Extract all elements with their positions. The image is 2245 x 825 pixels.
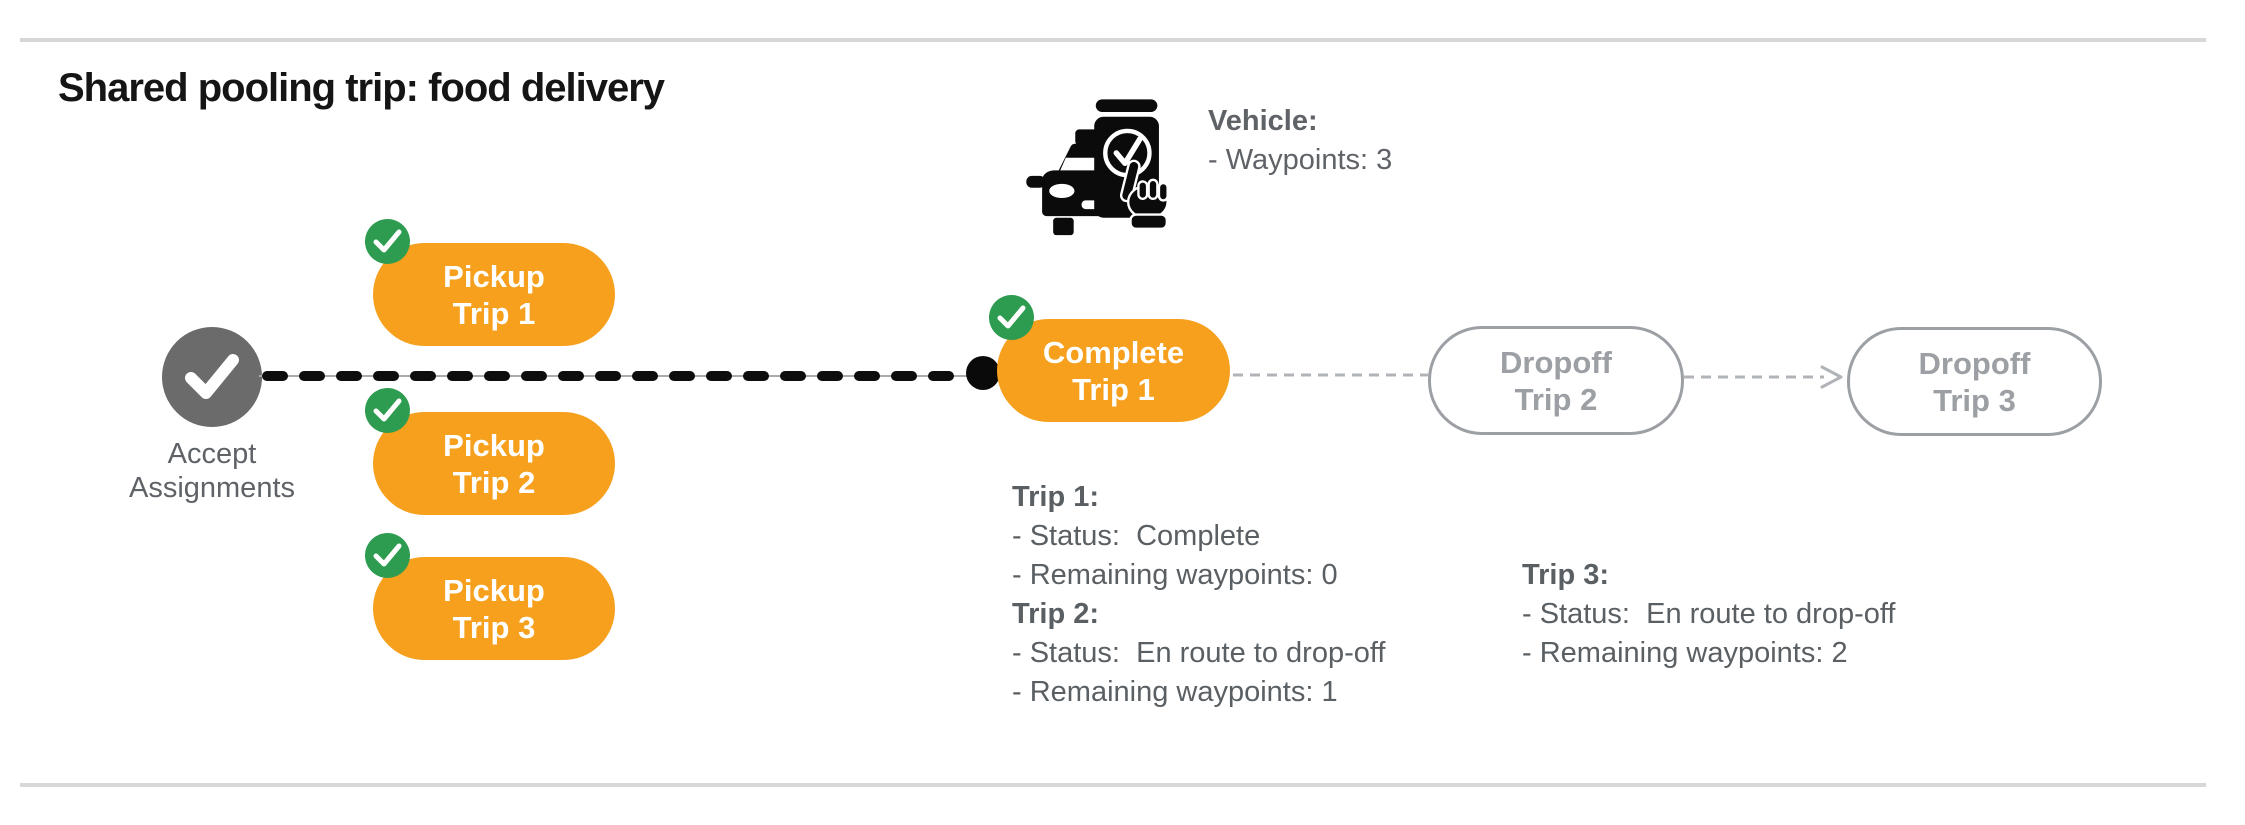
trip2-header: Trip 2: [1012,598,1100,630]
node-dropoff-trip-2: Dropoff Trip 2 [1428,326,1684,435]
pill-label-line2: Trip 3 [1933,382,2016,418]
pill-label-line2: Trip 1 [1072,371,1155,407]
completed-badge [365,388,410,433]
pill-label-line1: Complete [1042,334,1185,370]
vehicle-waypoints: - Waypoints: 3 [1208,144,1393,176]
node-pickup-trip-3: Pickup Trip 3 [365,533,615,660]
pill-label-line1: Dropoff [1918,345,2031,381]
trip1-status: - Status: Complete [1012,520,1261,552]
start-label-line1: Accept [167,438,257,470]
start-label-line2: Assignments [128,472,295,504]
start-node-accept-assignments [162,327,262,427]
trip2-waypoints: - Remaining waypoints: 1 [1012,676,1338,708]
check-icon [373,229,402,253]
pill-label-line1: Pickup [443,427,545,463]
connector-accept-to-waypoint [259,371,973,381]
start-node-label: Accept Assignments [77,437,347,505]
arrowhead-icon [1820,365,1843,389]
trip3-waypoints: - Remaining waypoints: 2 [1522,637,1848,669]
trip1-waypoints: - Remaining waypoints: 0 [1012,559,1338,591]
check-icon [185,354,239,399]
pill-label-line1: Pickup [443,572,545,608]
completed-badge [989,295,1034,340]
completed-badge [365,219,410,264]
trip-status-block-1: Trip 1: - Status: Complete - Remaining w… [1012,478,1385,712]
trip2-status: - Status: En route to drop-off [1012,637,1386,669]
trip3-status: - Status: En route to drop-off [1522,598,1896,630]
connector-complete-to-dropoff2 [1233,373,1428,377]
node-complete-trip-1: Complete Trip 1 [989,295,1230,422]
pill-label-line2: Trip 2 [1514,381,1598,417]
waypoint-dot [966,356,1000,390]
check-icon [373,543,402,567]
check-icon [373,398,402,422]
trip3-header: Trip 3: [1522,559,1610,591]
bottom-divider [20,783,2206,787]
pill-label-line2: Trip 1 [452,295,536,331]
pill-label-line2: Trip 3 [452,609,536,645]
pill-label-line1: Dropoff [1500,344,1612,380]
trip1-header: Trip 1: [1012,481,1100,513]
vehicle-label: Vehicle: [1208,105,1318,137]
car-phone-check-icon [1026,99,1169,236]
pill-label-line1: Pickup [443,258,545,294]
vehicle-info: Vehicle: - Waypoints: 3 [1208,102,1392,180]
trip-status-block-2: Trip 3: - Status: En route to drop-off -… [1522,556,1895,673]
page-title: Shared pooling trip: food delivery [58,66,665,110]
top-divider [20,38,2206,42]
completed-badge [365,533,410,578]
check-icon [997,305,1026,329]
connector-dropoff2-to-dropoff3 [1684,365,1843,389]
node-pickup-trip-2: Pickup Trip 2 [365,388,615,515]
node-pickup-trip-1: Pickup Trip 1 [365,219,615,346]
pill-label-line2: Trip 2 [452,464,536,500]
node-dropoff-trip-3: Dropoff Trip 3 [1847,327,2102,436]
